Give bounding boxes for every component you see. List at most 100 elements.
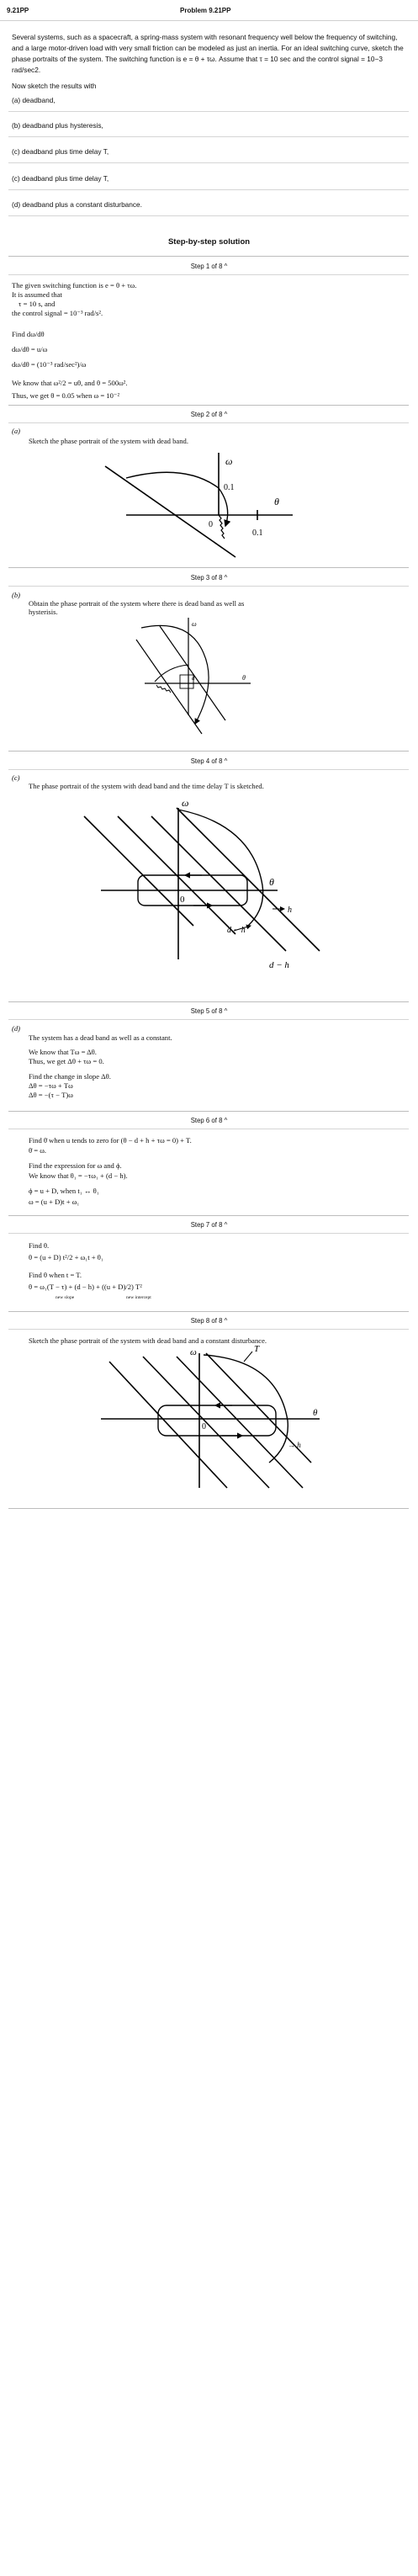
origin-label: 0 <box>202 1422 206 1431</box>
T-leader <box>243 1351 253 1362</box>
step2-text: Sketch the phase portrait of the system … <box>29 437 188 445</box>
chatter <box>156 684 172 693</box>
divider <box>8 405 409 406</box>
step-2-toggle[interactable]: Step 2 of 8 ^ <box>190 411 228 418</box>
divider <box>8 1233 409 1234</box>
page-header: 9.21PP Problem 9.21PP <box>0 0 418 21</box>
switch-line-4 <box>205 1352 312 1463</box>
step6-line5: ϕ = u + D, when t₁ ↔ θ₁ <box>29 1187 99 1195</box>
step-8-toggle[interactable]: Step 8 of 8 ^ <box>190 1317 228 1325</box>
step-4-toggle[interactable]: Step 4 of 8 ^ <box>190 757 228 765</box>
phase-portrait-c: ω θ h d − h d − h 0 <box>83 797 320 970</box>
divider <box>8 422 409 423</box>
limit-cycle <box>157 1405 277 1437</box>
part-d: (d) deadband plus a constant disturbance… <box>12 200 142 209</box>
header-id: 9.21PP <box>7 7 29 14</box>
switch-line-4 <box>176 807 320 952</box>
divider <box>8 274 409 275</box>
step5-line1: The system has a dead band as well as a … <box>29 1033 172 1042</box>
h-label: → h <box>288 1441 301 1449</box>
problem-now: Now sketch the results with <box>12 82 97 90</box>
switch-line-1 <box>135 639 203 735</box>
step7-line4: θ = ω₁(T − τ) + (d − h) + ((u + D)/2) T² <box>29 1283 142 1291</box>
step1-eq1: dω/dθ = u/ω <box>12 345 48 353</box>
step1-line2: It is assumed that <box>12 290 62 299</box>
chatter <box>218 514 225 539</box>
step8-text: Sketch the phase portrait of the system … <box>29 1336 267 1345</box>
divider <box>8 136 409 137</box>
divider <box>8 1215 409 1216</box>
step-1-toggle[interactable]: Step 1 of 8 ^ <box>190 263 228 270</box>
divider <box>8 215 409 216</box>
divider <box>8 586 409 587</box>
step1-know: We know that ω²/2 = uθ, and θ = 500ω². <box>12 379 128 387</box>
step-5-toggle[interactable]: Step 5 of 8 ^ <box>190 1007 228 1015</box>
step1-line1: The given switching function is e = θ + … <box>12 281 137 289</box>
solution-title: Step-by-step solution <box>167 237 251 247</box>
step-6-toggle[interactable]: Step 6 of 8 ^ <box>190 1117 228 1124</box>
theta-label: θ <box>274 496 279 507</box>
step1-line4: the control signal = 10⁻³ rad/s². <box>12 309 103 317</box>
phase-portrait-a-figure: ω θ 0.1 0.1 0 <box>104 453 293 558</box>
divider <box>8 1001 409 1002</box>
theta-label: θ <box>269 876 274 888</box>
step7-line3: Find θ when t = T. <box>29 1271 82 1279</box>
d-label: d <box>192 675 195 682</box>
switch-line-2 <box>159 625 226 721</box>
step6-line3: Find the expression for ω and ϕ. <box>29 1161 122 1170</box>
step2-tag: (a) <box>12 427 21 435</box>
step6-line4: We know that θ₁ = −τω₁ + (d − h). <box>29 1171 128 1180</box>
divider <box>8 1329 409 1330</box>
problem-statement: Several systems, such as a spacecraft, a… <box>12 32 407 92</box>
switch-line-3 <box>176 1356 304 1489</box>
step4-tag: (c) <box>12 773 20 782</box>
T-label: T <box>254 1344 260 1354</box>
trajectory-arc <box>203 1354 289 1463</box>
omega-label: ω <box>225 455 232 467</box>
trajectory-left <box>154 664 189 683</box>
dh-arrow <box>233 924 251 932</box>
y-tick-label: 0.1 <box>224 483 235 492</box>
divider <box>8 189 409 190</box>
divider <box>8 567 409 568</box>
phase-portrait-d: ω T θ 0 → h <box>101 1344 320 1489</box>
header-problem: Problem 9.21PP <box>180 7 231 14</box>
step7-underbrace-1: new slope <box>56 1295 75 1300</box>
step1-line3: τ = 10 s, and <box>19 300 56 308</box>
step4-text: The phase portrait of the system with de… <box>29 782 264 790</box>
switch-line-1 <box>108 1361 228 1489</box>
divider <box>8 769 409 770</box>
step6-line2: θ̇ = ω. <box>29 1146 47 1155</box>
step5-line3: Thus, we get Δθ + τω = 0. <box>29 1057 104 1065</box>
omega-label: ω <box>192 620 197 628</box>
switch-line-2 <box>142 1356 270 1489</box>
switching-line <box>104 465 236 558</box>
phase-portrait-b: ω θ d <box>135 618 251 735</box>
step1-thus: Thus, we get θ = 0.05 when ω = 10⁻² <box>12 391 120 400</box>
switch-line-1 <box>83 815 194 927</box>
divider <box>8 256 409 257</box>
divider <box>8 162 409 163</box>
step-3-toggle[interactable]: Step 3 of 8 ^ <box>190 574 228 582</box>
step7-underbrace-2: new intercept <box>126 1295 151 1300</box>
step3-text2: hysterisis. <box>29 608 58 616</box>
step7-line1: Find θ. <box>29 1241 50 1250</box>
step5-line2: We know that Tω = Δθ. <box>29 1048 97 1056</box>
theta-label: θ <box>242 674 246 682</box>
step6-line1: Find θ̇ when u tends to zero for (θ − d … <box>29 1136 192 1145</box>
part-b: (b) deadband plus hysteresis, <box>12 121 103 130</box>
part-c: (c) deadband plus time delay T, <box>12 147 109 156</box>
step5-line4: Find the change in slope Δθ. <box>29 1072 111 1081</box>
x-tick-label: 0.1 <box>252 528 263 538</box>
h-label: h <box>288 906 292 915</box>
divider <box>8 751 409 752</box>
part-c2: (c) deadband plus time delay T, <box>12 174 109 183</box>
divider <box>8 1508 409 1509</box>
part-a: (a) deadband, <box>12 96 56 104</box>
problem-text: Several systems, such as a spacecraft, a… <box>12 33 404 74</box>
dh-label-2: d − h <box>269 960 289 970</box>
switch-line-3 <box>151 815 287 952</box>
origin-label: 0 <box>180 895 185 905</box>
step-7-toggle[interactable]: Step 7 of 8 ^ <box>190 1221 228 1229</box>
origin-label: 0 <box>209 520 213 529</box>
